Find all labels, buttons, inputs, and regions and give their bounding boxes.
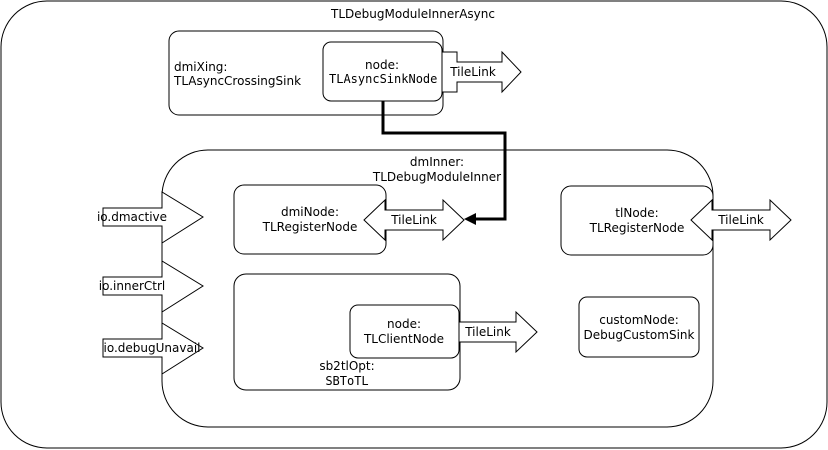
custom-node-name: customNode:	[599, 313, 679, 327]
dmi-node-type: TLRegisterNode	[262, 220, 358, 234]
dmi-xing-name: dmiXing:	[174, 60, 227, 74]
dmi-xing-tilelink-label: TileLink	[449, 65, 496, 79]
dm-inner-type: TLDebugModuleInner	[372, 170, 501, 184]
tl-node-name: tlNode:	[615, 206, 658, 220]
sb2tl-type: SBToTL	[325, 374, 368, 388]
io-debugunavail-label: io.debugUnavail	[104, 341, 201, 355]
sb2tl-node-type: TLClientNode	[363, 332, 444, 346]
dmi-xing-node-name: node:	[365, 58, 399, 72]
tl-node-type: TLRegisterNode	[589, 221, 685, 235]
dmi-node-name: dmiNode:	[281, 205, 339, 219]
tl-node-tilelink-arrow	[690, 198, 792, 242]
io-innerctrl-arrow	[102, 260, 204, 313]
io-dmactive-arrow	[102, 191, 204, 244]
dmi-xing-type: TLAsyncCrossingSink	[173, 74, 301, 88]
outer-module-title: TLDebugModuleInnerAsync	[330, 7, 495, 21]
dmi-connection-arrowhead	[464, 213, 476, 225]
sb2tl-tilelink-label: TileLink	[464, 325, 511, 339]
io-dmactive-label: io.dmactive	[97, 210, 167, 224]
custom-node-type: DebugCustomSink	[584, 328, 695, 342]
dmi-xing-node-type: TLAsyncSinkNode	[329, 72, 437, 86]
dmi-node-tilelink-arrow	[363, 198, 465, 242]
sb2tl-name: sb2tlOpt:	[319, 359, 374, 373]
custom-node-box	[578, 296, 700, 358]
dmi-node-tilelink-label: TileLink	[390, 213, 437, 227]
dmi-connection-wire	[381, 101, 507, 221]
sb2tl-node-name: node:	[387, 317, 421, 331]
io-innerctrl-label: io.innerCtrl	[99, 279, 166, 293]
dm-inner-name: dmInner:	[410, 155, 464, 169]
io-debugunavail-arrow	[102, 322, 204, 375]
sb2tl-node-box	[349, 304, 460, 359]
tl-node-tilelink-label: TileLink	[717, 213, 764, 227]
